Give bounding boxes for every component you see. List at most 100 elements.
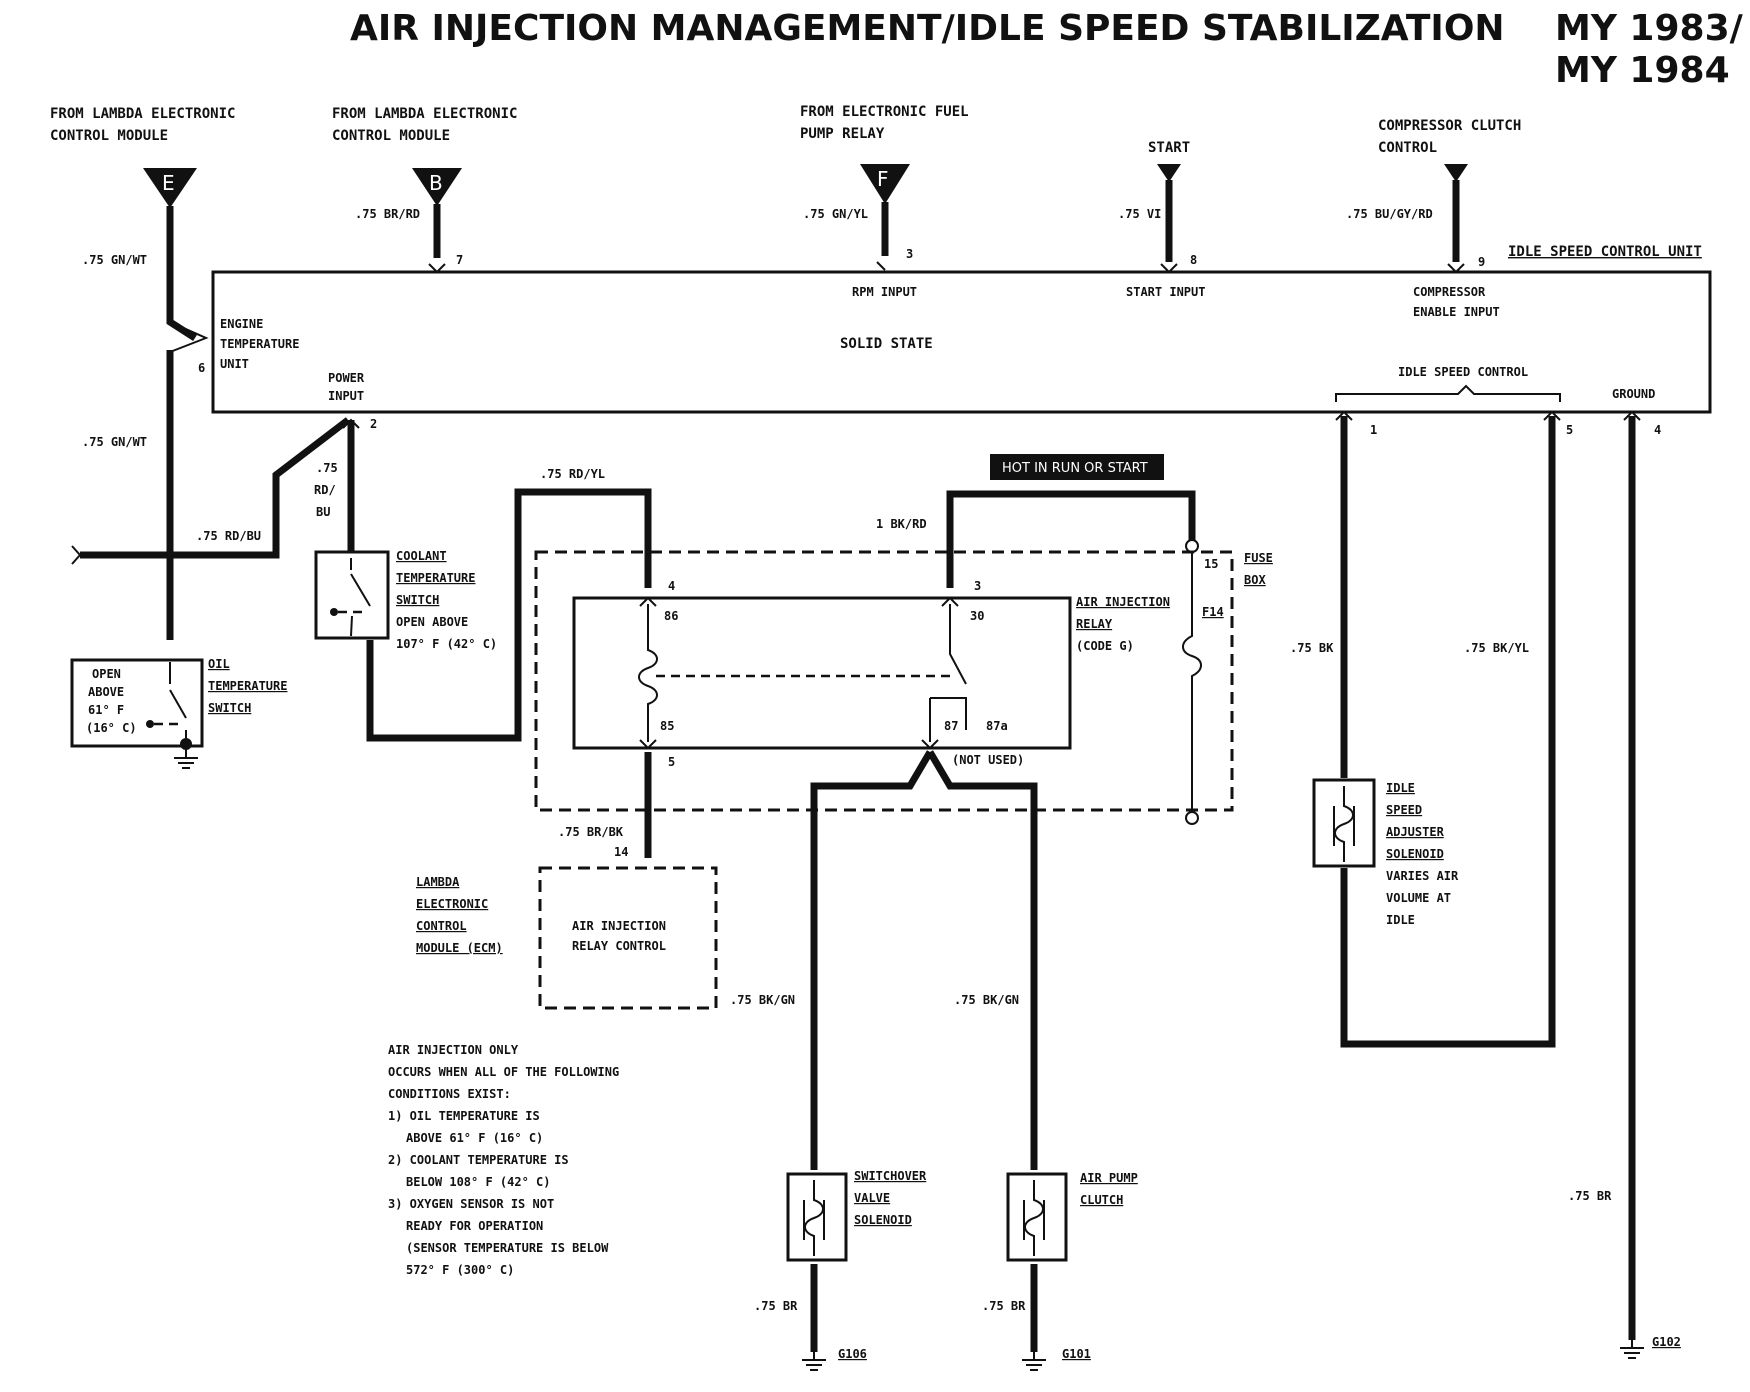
note-5: ABOVE 61° F (16° C) bbox=[406, 1131, 543, 1145]
hot-label-box bbox=[990, 454, 1164, 480]
coolant-name-2: TEMPERATURE bbox=[396, 571, 475, 585]
note-9: READY FOR OPERATION bbox=[406, 1219, 543, 1233]
wire-label-rdbu-v2: RD/ bbox=[314, 483, 336, 497]
relay-pin-85: 85 bbox=[660, 719, 674, 733]
connector-b-source-1: FROM LAMBDA ELECTRONIC bbox=[332, 106, 517, 122]
relay-pin-5: 5 bbox=[668, 755, 675, 769]
g106-ground-icon bbox=[802, 1352, 826, 1371]
connector-start-icon bbox=[1157, 164, 1181, 182]
fuse-top-terminal bbox=[1185, 539, 1199, 553]
oil-temperature-switch bbox=[70, 658, 204, 748]
oil-name-3: SWITCH bbox=[208, 701, 251, 715]
idle-solenoid-desc-1: VARIES AIR bbox=[1386, 869, 1459, 883]
ecm-inner-2: RELAY CONTROL bbox=[572, 939, 666, 953]
wire-label-rdyl: .75 RD/YL bbox=[540, 467, 605, 481]
ground-g102: G102 bbox=[1652, 1335, 1681, 1349]
oil-ground-icon bbox=[174, 750, 198, 769]
air-injection-relay bbox=[572, 596, 1072, 750]
pin-4-unit: 4 bbox=[1654, 423, 1661, 437]
oil-switch-node bbox=[180, 738, 192, 750]
relay-pin-3: 3 bbox=[974, 579, 981, 593]
ecm-name-1: LAMBDA bbox=[416, 875, 460, 889]
engine-temp-label-2: TEMPERATURE bbox=[220, 337, 299, 351]
wire-label-bkrd: 1 BK/RD bbox=[876, 517, 927, 531]
wire-label-bkyl: .75 BK/YL bbox=[1464, 641, 1529, 655]
coolant-switch-bulb bbox=[330, 608, 338, 616]
wire-label-br2: .75 BR bbox=[982, 1299, 1026, 1313]
power-input-label-2: INPUT bbox=[328, 389, 364, 403]
oil-inner-4: (16° C) bbox=[86, 721, 137, 735]
pin-6: 6 bbox=[198, 361, 205, 375]
coolant-switch-contact bbox=[350, 558, 371, 637]
idle-solenoid-name-4: SOLENOID bbox=[1386, 847, 1444, 861]
oil-inner-2: ABOVE bbox=[88, 685, 124, 699]
idle-solenoid-name-2: SPEED bbox=[1386, 803, 1422, 817]
relay-pin-4: 4 bbox=[668, 579, 675, 593]
idle-solenoid-coil-icon bbox=[1333, 786, 1355, 862]
wire-label-brbk: .75 BR/BK bbox=[558, 825, 624, 839]
pin-2: 2 bbox=[370, 417, 377, 431]
g102-ground-icon bbox=[1620, 1340, 1644, 1359]
comp-input-label-1: COMPRESSOR bbox=[1413, 285, 1486, 299]
pin-3-unit: 3 bbox=[906, 247, 913, 261]
pin-1: 1 bbox=[1370, 423, 1377, 437]
ecm-pin-14: 14 bbox=[614, 845, 628, 859]
note-8: 3) OXYGEN SENSOR IS NOT bbox=[388, 1197, 554, 1211]
switchover-name-2: VALVE bbox=[854, 1191, 890, 1205]
relay-contact bbox=[929, 604, 967, 742]
wire-label-br1: .75 BR bbox=[754, 1299, 798, 1313]
note-6: 2) COOLANT TEMPERATURE IS bbox=[388, 1153, 569, 1167]
switchover-name-1: SWITCHOVER bbox=[854, 1169, 927, 1183]
connector-f-letter: F bbox=[877, 167, 889, 191]
wire-label-bkgn1: .75 BK/GN bbox=[730, 993, 795, 1007]
idle-speed-control-unit bbox=[211, 270, 1712, 414]
wire-label-rdbu-h: .75 RD/BU bbox=[196, 529, 261, 543]
wire-label-bugyrd: .75 BU/GY/RD bbox=[1346, 207, 1433, 221]
relay-code: (CODE G) bbox=[1076, 639, 1134, 653]
wire-label-bkgn2: .75 BK/GN bbox=[954, 993, 1019, 1007]
fuse-f14: F14 bbox=[1202, 605, 1224, 619]
pin-8: 8 bbox=[1190, 253, 1197, 267]
wire-label-rdbu-v3: BU bbox=[316, 505, 330, 519]
ecm-name-2: ELECTRONIC bbox=[416, 897, 488, 911]
wire-bkgn-branch bbox=[810, 750, 1038, 1170]
control-unit-name: IDLE SPEED CONTROL UNIT bbox=[1508, 244, 1702, 260]
relay-pin-86: 86 bbox=[664, 609, 678, 623]
coolant-desc-2: 107° F (42° C) bbox=[396, 637, 497, 651]
note-1: AIR INJECTION ONLY bbox=[388, 1043, 519, 1057]
wire-label-br3: .75 BR bbox=[1568, 1189, 1612, 1203]
air-pump-coil-icon bbox=[1023, 1180, 1045, 1256]
relay-pin-87: 87 bbox=[944, 719, 958, 733]
oil-name-1: OIL bbox=[208, 657, 230, 671]
model-year-line1: MY 1983/ bbox=[1555, 8, 1744, 49]
connector-b-letter: B bbox=[429, 171, 443, 195]
start-source: START bbox=[1148, 140, 1190, 156]
oil-inner-3: 61° F bbox=[88, 703, 124, 717]
connector-e-icon: E bbox=[143, 168, 197, 208]
unit-pin-arrows bbox=[342, 261, 1641, 429]
ground-g101: G101 bbox=[1062, 1347, 1091, 1361]
switchover-name-3: SOLENOID bbox=[854, 1213, 912, 1227]
wire-gnwt-joint bbox=[169, 321, 209, 353]
ground-label: GROUND bbox=[1612, 387, 1655, 401]
note-4: 1) OIL TEMPERATURE IS bbox=[388, 1109, 540, 1123]
rpm-input-label: RPM INPUT bbox=[852, 285, 917, 299]
idle-ctrl-label: IDLE SPEED CONTROL bbox=[1398, 365, 1528, 379]
wire-label-gnwt-top: .75 GN/WT bbox=[82, 253, 147, 267]
idle-solenoid-name-1: IDLE bbox=[1386, 781, 1415, 795]
fuse-bottom-terminal bbox=[1185, 811, 1199, 825]
wire-rdbu-end bbox=[71, 545, 81, 565]
idle-ctrl-brace bbox=[1335, 384, 1561, 402]
wire-label-rdbu-v1: .75 bbox=[316, 461, 338, 475]
fuse-box-outline bbox=[534, 550, 1234, 812]
connector-e-letter: E bbox=[162, 171, 175, 195]
start-input-label: START INPUT bbox=[1126, 285, 1205, 299]
connector-b-icon: B bbox=[412, 168, 462, 206]
ground-g106: G106 bbox=[838, 1347, 867, 1361]
comp-source-2: CONTROL bbox=[1378, 140, 1437, 156]
wire-bkrd bbox=[946, 490, 1196, 588]
note-10: (SENSOR TEMPERATURE IS BELOW bbox=[406, 1241, 609, 1255]
relay-pin-30: 30 bbox=[970, 609, 984, 623]
coolant-desc-1: OPEN ABOVE bbox=[396, 615, 468, 629]
